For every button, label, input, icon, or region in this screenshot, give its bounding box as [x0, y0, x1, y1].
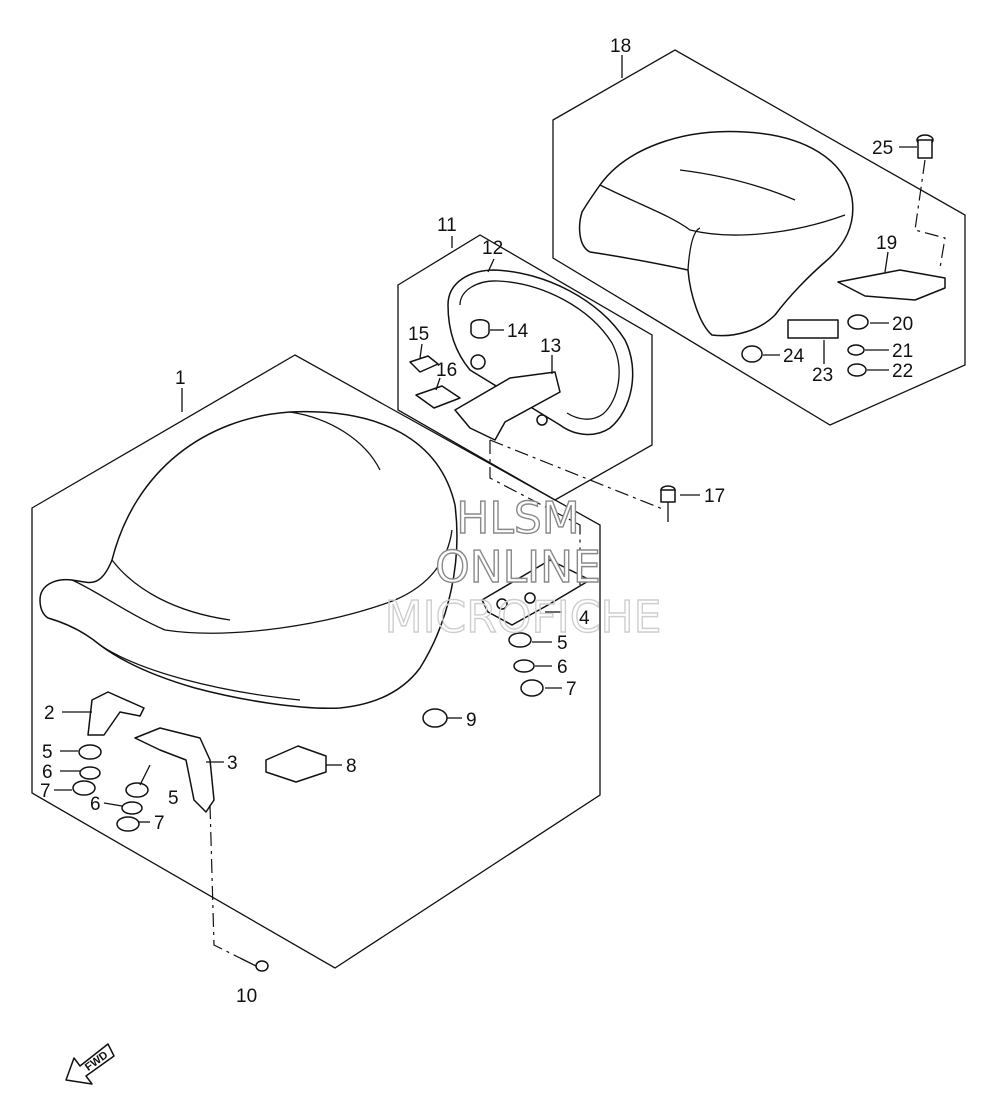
callout-4: 4: [579, 608, 590, 629]
cushion-20-part: [847, 314, 869, 330]
callout-8: 8: [346, 756, 357, 777]
callout-7: 7: [566, 679, 577, 700]
bracket-4-part: [481, 559, 591, 626]
callout-16: 16: [436, 360, 457, 381]
callout-19: 19: [876, 233, 897, 254]
assembly-line-10: [209, 804, 241, 959]
callout-11: 11: [437, 215, 457, 236]
callout-9: 9: [466, 710, 477, 731]
bracket-19-part: [837, 269, 946, 301]
connector-23-part: [787, 319, 839, 339]
handle-assembly-box: [397, 234, 653, 501]
assembly-line-25: [914, 159, 946, 269]
callout-3: 3: [227, 753, 238, 774]
watermark-line3: MICROFICHE: [385, 592, 662, 643]
callout-5-mid: 5: [168, 788, 179, 809]
callout-6-left: 6: [42, 762, 53, 783]
watermark-line2: ONLINE: [435, 542, 601, 593]
bracket-2-part: [87, 691, 145, 736]
callout-12: 12: [482, 238, 503, 259]
assembly-line-17: [489, 439, 666, 511]
grab-rail-part: [447, 269, 634, 441]
watermark-line1: HLSM: [456, 493, 580, 544]
fwd-arrow-icon: FWD: [65, 1043, 115, 1085]
callout-20: 20: [892, 314, 913, 335]
nut-14-part: [470, 319, 490, 339]
cushion-9-part: [422, 708, 448, 728]
callout-13: 13: [540, 336, 561, 357]
callout-5-left: 5: [42, 742, 53, 763]
callout-7-mid: 7: [154, 813, 165, 834]
callout-10: 10: [236, 986, 257, 1007]
nut-22-part: [847, 363, 867, 377]
seat-assembly-box: [31, 354, 601, 969]
callout-15: 15: [408, 324, 429, 345]
damper-right-parts: [508, 632, 544, 697]
callout-22: 22: [892, 361, 913, 382]
callout-14: 14: [507, 321, 529, 342]
cushion-24-part: [741, 345, 763, 363]
bolt-10-part: [239, 957, 269, 972]
pad-16-part: [415, 385, 461, 409]
callout-25: 25: [872, 138, 893, 159]
callout-21: 21: [892, 341, 913, 362]
callout-6-mid: 6: [90, 794, 101, 815]
callout-7-left: 7: [40, 781, 51, 802]
connector-8-part: [265, 745, 327, 783]
callout-17: 17: [704, 486, 725, 507]
damper-left-parts: [72, 744, 149, 832]
leader-lines: [54, 55, 917, 823]
callout-1: 1: [175, 368, 186, 389]
callout-24: 24: [783, 346, 805, 367]
assembly-line-4: [489, 440, 581, 585]
callout-6: 6: [557, 657, 568, 678]
backrest-pad-part: [578, 130, 854, 337]
callout-5: 5: [557, 633, 568, 654]
bolt-25-part: [916, 134, 934, 159]
callout-2: 2: [44, 703, 55, 724]
seat-part: [39, 410, 458, 710]
callout-23: 23: [812, 365, 833, 386]
washer-21-part: [847, 344, 865, 356]
callout-18: 18: [610, 36, 631, 57]
backrest-assembly-box: [552, 49, 966, 426]
bolt-17-part: [660, 485, 676, 522]
cushion-15-part: [409, 355, 439, 373]
